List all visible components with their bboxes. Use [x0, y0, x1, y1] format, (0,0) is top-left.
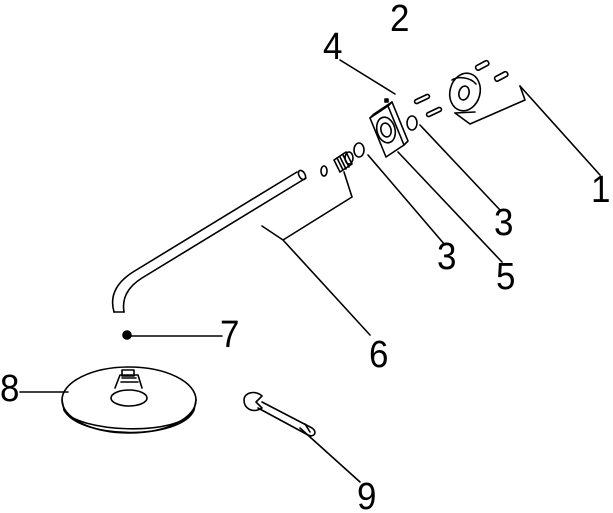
callout-9: 9: [357, 476, 377, 513]
threaded-nipple: [333, 151, 354, 173]
screw-part-1: [413, 59, 509, 118]
o-ring-part-3-lower: [353, 142, 365, 158]
o-ring-part-3-upper: [406, 115, 418, 131]
callout-6: 6: [369, 334, 389, 376]
callout-7: 7: [220, 314, 240, 356]
shower-arm-part-6: [111, 169, 307, 313]
callout-3-lower: 3: [437, 236, 457, 278]
callout-3-upper: 3: [494, 202, 514, 244]
callout-2: 2: [390, 0, 410, 40]
callout-4: 4: [323, 26, 343, 68]
wall-plate-part-5: [369, 101, 409, 158]
shower-head-part-8: [61, 366, 197, 434]
o-ring-small: [320, 165, 328, 177]
rosette-part-2: [448, 72, 482, 112]
callout-1: 1: [591, 169, 611, 211]
dot-marker: [384, 98, 389, 103]
callout-5: 5: [496, 256, 516, 298]
wrench-part-9: [243, 391, 316, 437]
callout-8: 8: [0, 368, 20, 410]
washer-part-7: [122, 330, 132, 340]
leader-lines: [19, 59, 601, 483]
